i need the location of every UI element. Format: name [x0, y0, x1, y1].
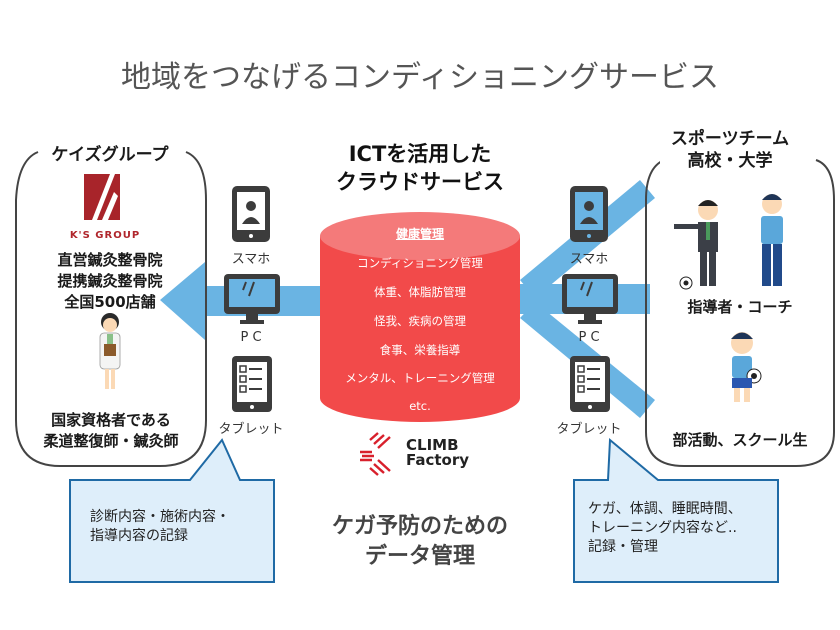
left-tablet-icon: [232, 356, 272, 412]
cylinder-item: etc.: [409, 399, 431, 413]
ks-group-logo: [84, 174, 120, 220]
footer-line: 国家資格者である: [51, 411, 171, 429]
center-header-line: ICTを活用した: [348, 142, 492, 166]
bubble-line: 記録・管理: [588, 539, 658, 555]
right-device-label: スマホ: [569, 252, 609, 267]
clinic-line: 全国500店舗: [64, 293, 156, 311]
left-speech-bubble: [69, 438, 275, 583]
bubble-line: 指導内容の記録: [90, 528, 188, 544]
climb-logo-line: CLIMB: [406, 436, 459, 454]
coach-suit-icon: [674, 200, 718, 286]
left-smartphone-icon: [232, 186, 270, 242]
cylinder-item: メンタル、トレーニング管理: [345, 371, 495, 385]
left-panel-header: ケイズグループ: [40, 140, 180, 165]
cylinder-item: 怪我、疾病の管理: [374, 314, 466, 328]
left-bubble-text: 診断内容・施術内容・ 指導内容の記録: [90, 508, 270, 546]
right-smartphone-icon: [570, 186, 608, 242]
bubble-line: 診断内容・施術内容・: [90, 509, 230, 525]
right-panel-border: [645, 159, 835, 467]
left-device-label: P C: [240, 330, 262, 345]
center-bottom-caption: ケガ予防のための データ管理: [305, 512, 535, 572]
left-panel-border: [15, 151, 207, 467]
bubble-line: トレーニング内容など..: [588, 520, 737, 536]
clinic-line: 直営鍼灸整骨院: [57, 251, 163, 269]
right-tablet-icon: [570, 356, 610, 412]
cylinder-item: 食事、栄養指導: [379, 343, 461, 357]
right-header-line: スポーツチーム: [670, 129, 790, 149]
left-device-label: タブレット: [218, 422, 284, 437]
climb-logo-line: Factory: [406, 451, 470, 469]
left-panel-clinic-info: 直営鍼灸整骨院 提携鍼灸整骨院 全国500店舗: [30, 250, 190, 313]
right-panel-header: スポーツチーム 高校・大学: [660, 128, 800, 172]
coach-whistle-icon: [761, 194, 783, 286]
right-device-label: P C: [578, 330, 600, 345]
student-label: 部活動、スクール生: [672, 431, 808, 449]
cylinder-top: [320, 212, 520, 260]
student-soccer-icon: [731, 332, 762, 402]
climb-factory-logo-mark: [360, 432, 391, 476]
doctor-woman-icon: [99, 313, 121, 389]
right-device-label: タブレット: [556, 422, 622, 437]
clinic-line: 提携鍼灸整骨院: [57, 272, 163, 290]
left-pc-monitor-icon: [224, 274, 280, 324]
climb-factory-logo-text: CLIMB Factory: [406, 438, 469, 468]
cylinder-title: 健康管理: [395, 227, 444, 241]
soccer-ball-icon: [679, 276, 693, 290]
bubble-line: ケガ、体調、睡眠時間、: [588, 501, 742, 517]
page-title: 地域をつなげるコンディショニングサービス: [121, 60, 719, 95]
left-panel-footer: 国家資格者である 柔道整復師・鍼灸師: [26, 410, 196, 452]
right-pc-monitor-icon: [562, 274, 618, 324]
caption-line: データ管理: [364, 544, 475, 569]
ks-group-logo-text: K'S GROUP: [69, 230, 141, 241]
cylinder-item: 体重、体脂肪管理: [374, 285, 466, 299]
coach-label: 指導者・コーチ: [687, 298, 793, 316]
right-bubble-text: ケガ、体調、睡眠時間、 トレーニング内容など.. 記録・管理: [588, 500, 778, 557]
right-header-line: 高校・大学: [687, 151, 773, 171]
footer-line: 柔道整復師・鍼灸師: [43, 432, 179, 450]
center-header-line: クラウドサービス: [336, 170, 504, 194]
cloud-database-cylinder: [320, 236, 520, 422]
center-header: ICTを活用した クラウドサービス: [305, 140, 535, 196]
caption-line: ケガ予防のための: [331, 514, 508, 539]
cylinder-item: コンディショニング管理: [357, 256, 483, 270]
left-device-label: スマホ: [231, 252, 271, 267]
right-speech-bubble: [573, 437, 779, 583]
